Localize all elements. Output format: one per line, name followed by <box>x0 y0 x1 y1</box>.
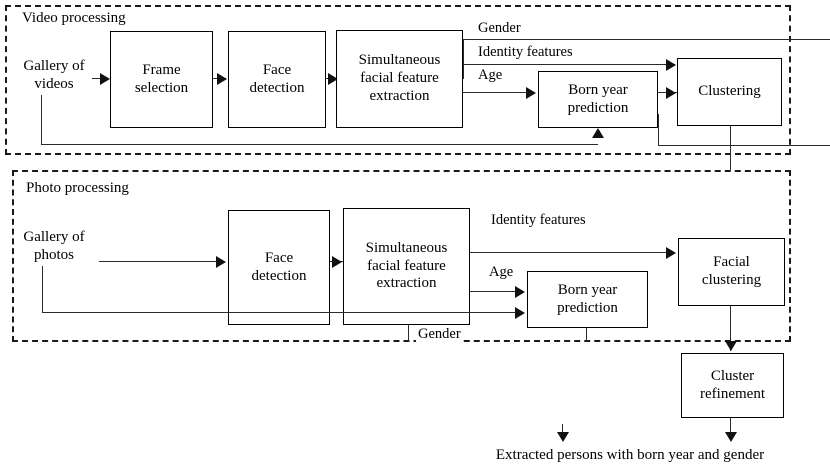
edge-label-photo-identity-features: Identity features <box>489 212 588 229</box>
edge-photo-bornyear-drop <box>586 328 588 342</box>
edge-video-identity-features <box>463 64 675 66</box>
arrowhead-photo-feedback <box>515 307 525 319</box>
arrowhead-facial-clustering-to-cluster-refinement <box>725 341 737 351</box>
edge-video-bornyear-drop <box>658 114 660 146</box>
arrowhead-photo-identity-features <box>666 247 676 259</box>
node-video-face-detection: Face detection <box>228 31 326 128</box>
arrowhead-video-identity-features <box>666 59 676 71</box>
arrowhead-video-age <box>526 87 536 99</box>
edge-photo-feedback-riser <box>42 266 44 313</box>
edge-facial-clustering-to-cluster-refinement <box>730 306 732 351</box>
edge-label-video-age: Age <box>476 67 505 84</box>
arrowhead-video-feedback <box>592 128 604 138</box>
edge-video-gender-riser <box>463 39 465 79</box>
node-frame-selection-label: Frame selection <box>134 61 189 96</box>
node-video-born-year-prediction: Born year prediction <box>538 71 658 128</box>
edge-photo-gender-drop <box>408 325 410 342</box>
edge-photo-identity-features <box>470 252 670 254</box>
gallery-of-videos-label: Gallery of videos <box>23 58 85 92</box>
node-cluster-refinement-label: Cluster refinement <box>700 367 765 402</box>
node-facial-clustering-label: Facial clustering <box>701 254 762 288</box>
edge-video-gender <box>463 39 830 41</box>
edge-video-feedback-riser <box>41 95 43 145</box>
arrowhead-photo-face-detection-to-feature-extraction <box>332 256 342 268</box>
photo-processing-group-label: Photo processing <box>26 180 129 196</box>
node-video-clustering: Clustering <box>677 58 782 126</box>
edge-label-photo-gender: Gender <box>416 326 463 343</box>
edge-video-age <box>463 92 533 94</box>
gallery-of-photos-label: Gallery of photos <box>23 229 85 263</box>
node-photo-feature-extraction-label: Simultaneous facial feature extraction <box>365 239 448 292</box>
node-video-feature-extraction: Simultaneous facial feature extraction <box>336 30 463 128</box>
arrowhead-photo-gallery-to-face-detection <box>216 256 226 268</box>
edge-photo-age <box>470 291 520 293</box>
node-cluster-refinement: Cluster refinement <box>681 353 784 418</box>
edge-cluster-refinement-to-result <box>730 418 732 440</box>
arrowhead-frame-selection-to-face-detection <box>217 73 227 85</box>
edge-photo-feedback <box>42 312 520 314</box>
node-photo-born-year-prediction: Born year prediction <box>527 271 648 328</box>
edge-label-video-identity-features: Identity features <box>476 44 575 61</box>
node-facial-clustering: Facial clustering <box>678 238 785 306</box>
node-photo-born-year-prediction-label: Born year prediction <box>557 281 618 316</box>
arrowhead-gender-bus-to-result <box>557 432 569 442</box>
edge-label-photo-age: Age <box>487 264 516 281</box>
edge-label-video-gender: Gender <box>476 20 523 37</box>
arrowhead-photo-age <box>515 286 525 298</box>
result-label: Extracted persons with born year and gen… <box>495 447 765 463</box>
node-frame-selection: Frame selection <box>110 31 213 128</box>
node-photo-feature-extraction: Simultaneous facial feature extraction <box>343 208 470 325</box>
arrowhead-cluster-refinement-to-result <box>725 432 737 442</box>
node-video-born-year-prediction-label: Born year prediction <box>567 81 629 116</box>
node-photo-face-detection: Face detection <box>228 210 330 325</box>
edge-video-bornyear-out <box>658 145 830 147</box>
node-video-clustering-label: Clustering <box>698 83 761 100</box>
node-photo-face-detection-label: Face detection <box>251 249 307 284</box>
edge-gallery-to-frame-selection <box>92 78 105 80</box>
arrowhead-gallery-to-frame-selection <box>100 73 110 85</box>
node-video-feature-extraction-label: Simultaneous facial feature extraction <box>358 52 441 104</box>
arrowhead-video-bornyear-to-clustering <box>666 87 676 99</box>
video-processing-group-label: Video processing <box>22 10 126 26</box>
node-video-face-detection-label: Face detection <box>249 61 305 96</box>
edge-video-feedback <box>41 144 598 146</box>
arrowhead-face-detection-to-feature-extraction <box>328 73 338 85</box>
edge-photo-gallery-to-face-detection <box>99 261 221 263</box>
